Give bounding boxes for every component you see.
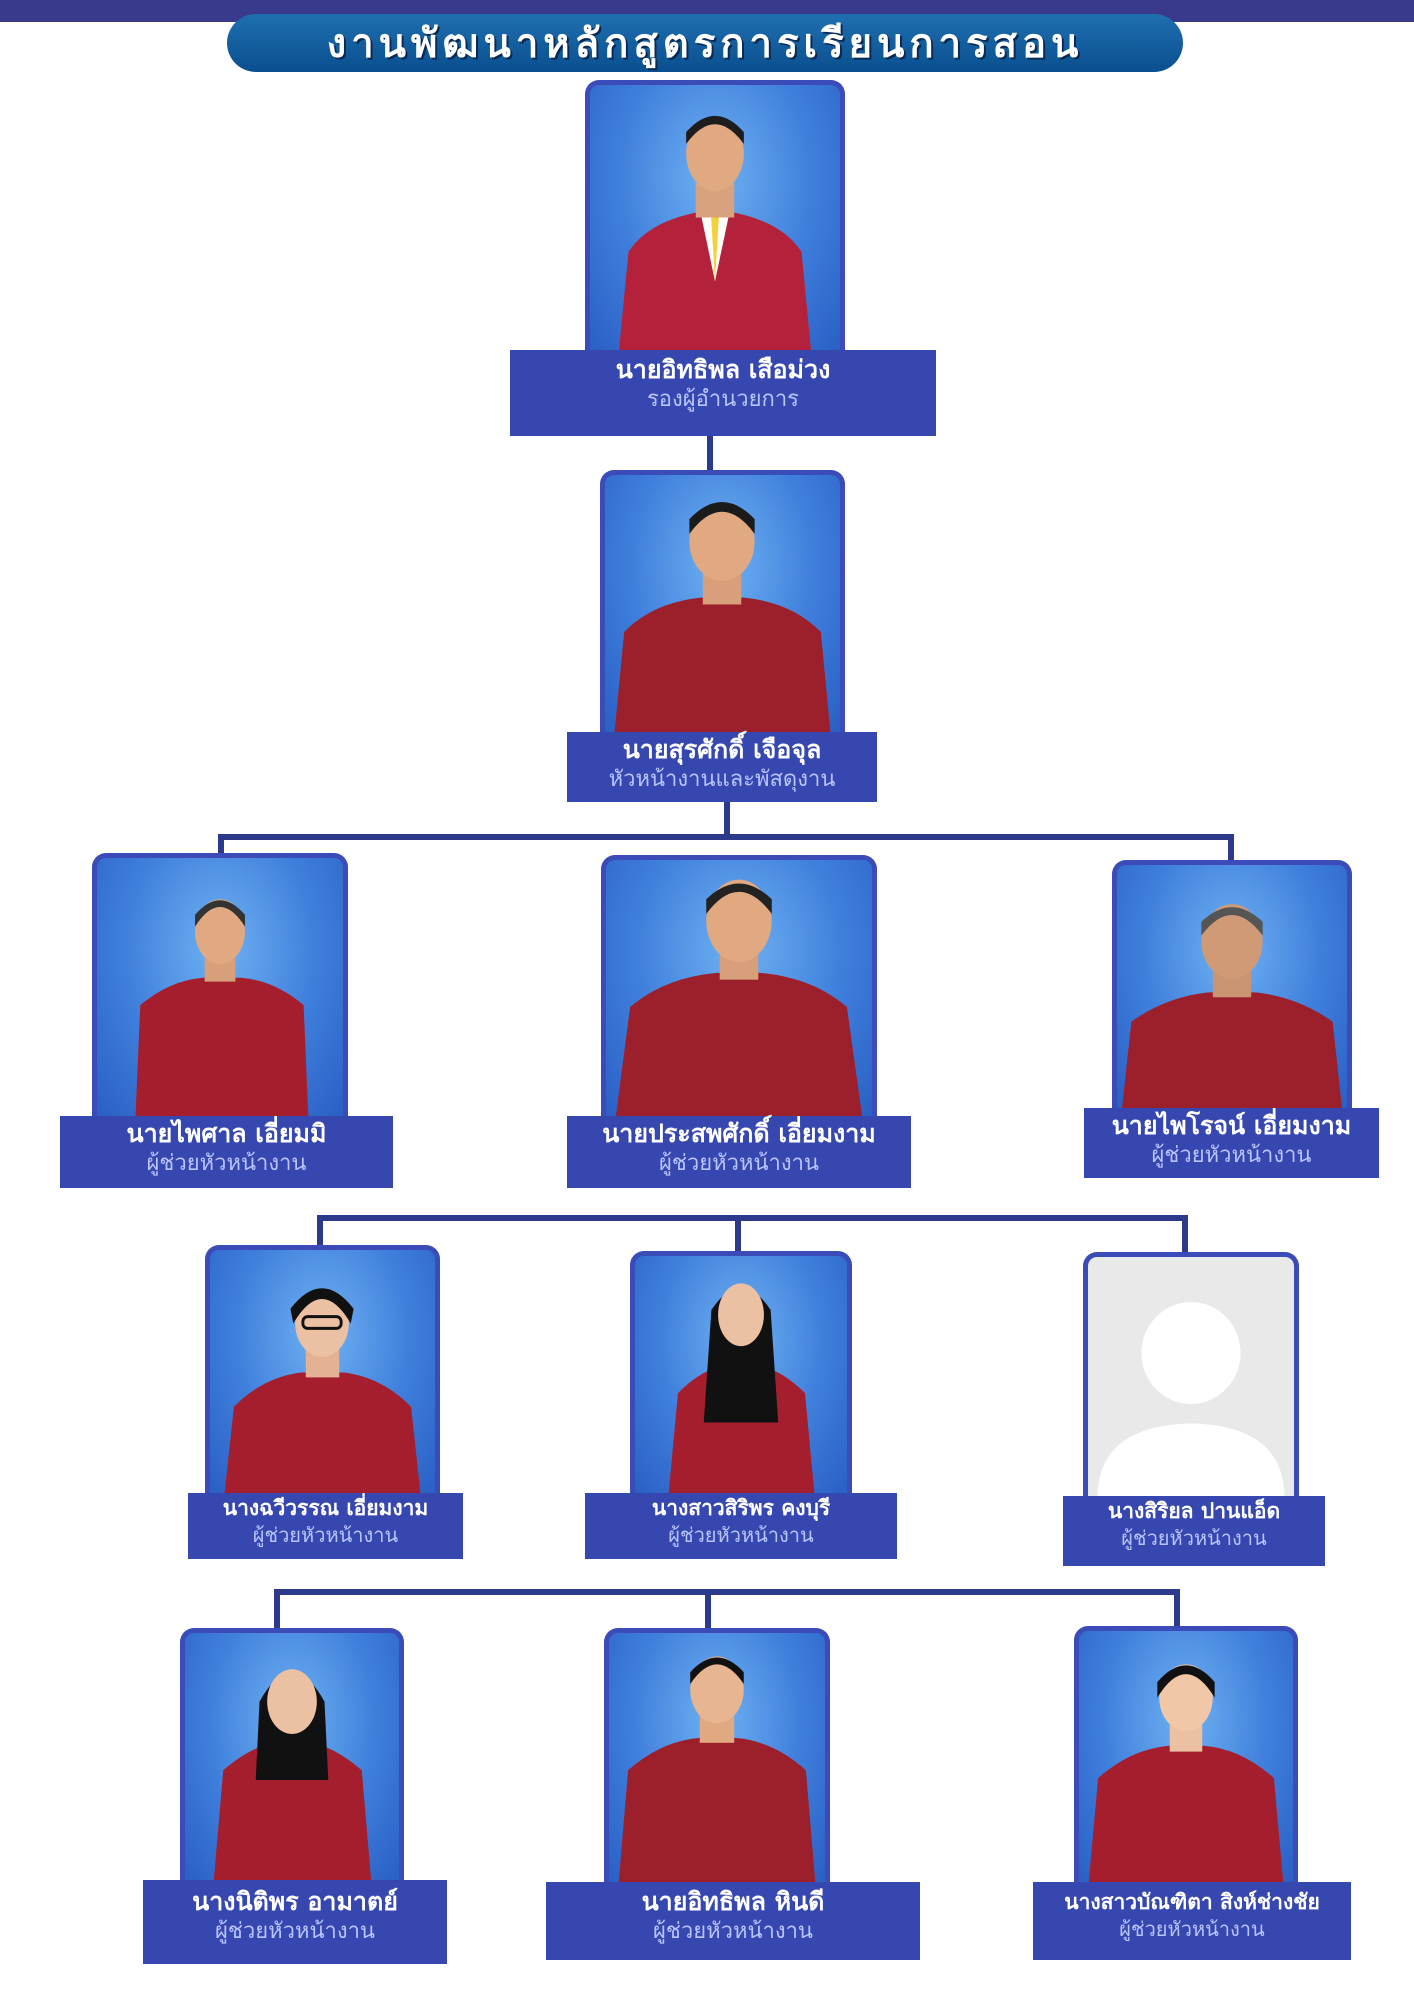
person-label: นายไพโรจน์ เอี่ยมงาม ผู้ช่วยหัวหน้างาน — [1084, 1108, 1379, 1178]
connector-line — [1174, 1589, 1180, 1629]
person-name: นายอิทธิพล เสือม่วง — [510, 354, 936, 386]
person-name: นายสุรศักดิ์ เจือจุล — [567, 734, 877, 766]
portrait-photo — [180, 1628, 404, 1882]
portrait-illustration — [210, 1250, 435, 1495]
connector-line — [218, 834, 1234, 840]
connector-line — [724, 800, 730, 838]
person-label: นายไพศาล เอี่ยมมิ ผู้ช่วยหัวหน้างาน — [60, 1116, 393, 1188]
person-label: นางสาวสิริพร คงบุรี ผู้ช่วยหัวหน้างาน — [585, 1493, 897, 1559]
connector-line — [317, 1215, 1188, 1221]
person-role: ผู้ช่วยหัวหน้างาน — [585, 1522, 897, 1548]
portrait-illustration — [1079, 1631, 1293, 1884]
portrait-illustration — [635, 1256, 847, 1495]
portrait-photo — [601, 855, 877, 1118]
portrait-photo — [600, 470, 845, 732]
person-role: ผู้ช่วยหัวหน้างาน — [1084, 1142, 1379, 1170]
person-name: นางสิริยล ปานแอ็ด — [1063, 1497, 1325, 1525]
portrait-photo — [1112, 860, 1352, 1110]
person-name: นายไพศาล เอี่ยมมิ — [60, 1118, 393, 1150]
connector-line — [705, 1589, 711, 1629]
connector-line — [707, 432, 713, 474]
person-name: นางนิติพร อามาตย์ — [143, 1886, 447, 1918]
person-role: หัวหน้างานและพัสดุงาน — [567, 766, 877, 794]
title-banner: งานพัฒนาหลักสูตรการเรียนการสอน — [227, 14, 1183, 72]
person-name: นางฉวีวรรณ เอี่ยมงาม — [188, 1494, 463, 1522]
portrait-photo — [205, 1245, 440, 1495]
user-silhouette-icon — [1088, 1257, 1294, 1498]
person-label: นายอิทธิพล เสือม่วง รองผู้อำนวยการ — [510, 350, 936, 436]
person-label: นางนิติพร อามาตย์ ผู้ช่วยหัวหน้างาน — [143, 1880, 447, 1964]
person-role: ผู้ช่วยหัวหน้างาน — [1033, 1916, 1351, 1942]
portrait-illustration — [606, 860, 872, 1118]
person-label: นางฉวีวรรณ เอี่ยมงาม ผู้ช่วยหัวหน้างาน — [188, 1493, 463, 1559]
portrait-photo — [92, 853, 348, 1118]
connector-line — [317, 1215, 323, 1247]
person-role: ผู้ช่วยหัวหน้างาน — [60, 1150, 393, 1178]
page-title: งานพัฒนาหลักสูตรการเรียนการสอน — [327, 11, 1084, 75]
person-name: นายอิทธิพล หินดี — [546, 1886, 920, 1918]
portrait-illustration — [97, 858, 343, 1118]
person-role: รองผู้อำนวยการ — [510, 386, 936, 414]
person-label: นายประสพศักดิ์ เอี่ยมงาม ผู้ช่วยหัวหน้าง… — [567, 1116, 911, 1188]
portrait-illustration — [609, 1633, 825, 1884]
person-role: ผู้ช่วยหัวหน้างาน — [188, 1522, 463, 1548]
portrait-illustration — [605, 475, 840, 732]
portrait-illustration — [1117, 865, 1347, 1110]
portrait-placeholder — [1083, 1252, 1299, 1498]
person-label: นายอิทธิพล หินดี ผู้ช่วยหัวหน้างาน — [546, 1882, 920, 1960]
portrait-photo — [585, 80, 845, 352]
person-label: นางสาวบัณฑิตา สิงห์ช่างชัย ผู้ช่วยหัวหน้… — [1033, 1882, 1351, 1960]
portrait-illustration — [590, 85, 840, 352]
person-name: นางสาวบัณฑิตา สิงห์ช่างชัย — [1033, 1888, 1351, 1916]
person-name: นายไพโรจน์ เอี่ยมงาม — [1084, 1110, 1379, 1142]
person-role: ผู้ช่วยหัวหน้างาน — [143, 1918, 447, 1946]
person-name: นางสาวสิริพร คงบุรี — [585, 1494, 897, 1522]
portrait-photo — [604, 1628, 830, 1884]
connector-line — [274, 1589, 1180, 1595]
portrait-illustration — [185, 1633, 399, 1882]
person-name: นายประสพศักดิ์ เอี่ยมงาม — [567, 1118, 911, 1150]
connector-line — [274, 1589, 280, 1629]
person-role: ผู้ช่วยหัวหน้างาน — [567, 1150, 911, 1178]
person-label: นายสุรศักดิ์ เจือจุล หัวหน้างานและพัสดุง… — [567, 732, 877, 802]
person-role: ผู้ช่วยหัวหน้างาน — [1063, 1525, 1325, 1551]
person-label: นางสิริยล ปานแอ็ด ผู้ช่วยหัวหน้างาน — [1063, 1496, 1325, 1566]
portrait-photo — [1074, 1626, 1298, 1884]
connector-line — [1182, 1215, 1188, 1255]
portrait-photo — [630, 1251, 852, 1495]
connector-line — [735, 1215, 741, 1255]
person-role: ผู้ช่วยหัวหน้างาน — [546, 1918, 920, 1946]
